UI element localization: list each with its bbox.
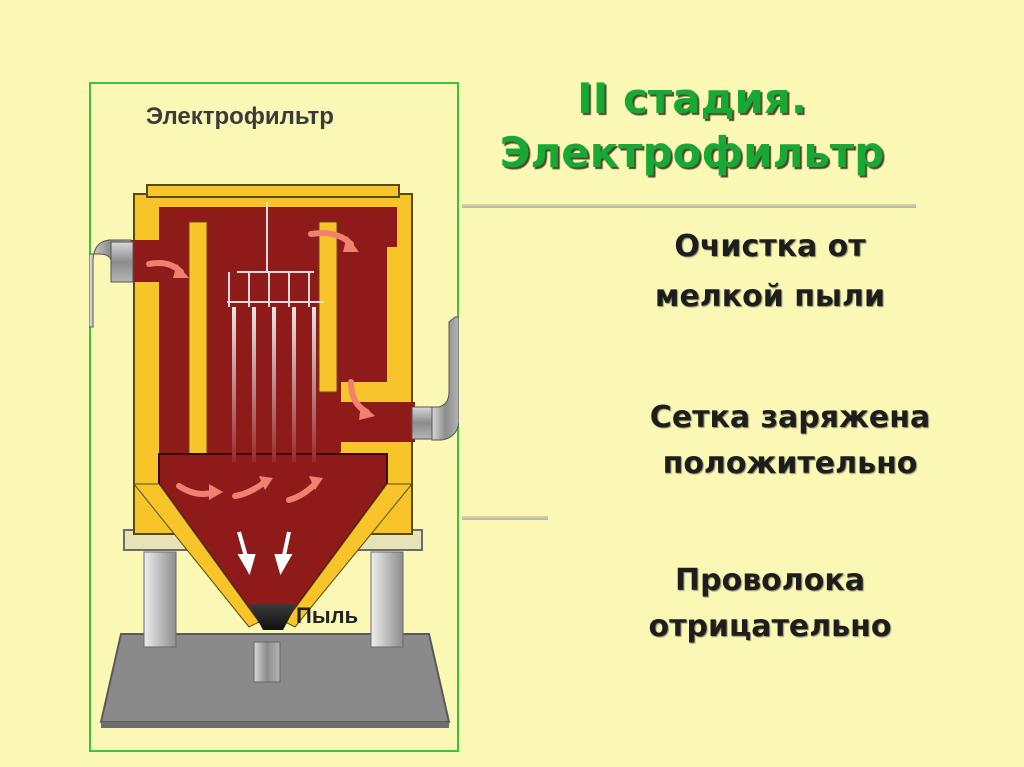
point-grid-positive: Сетка заряжена положительно: [600, 395, 980, 487]
title-line-2: Электрофильтр: [499, 128, 885, 177]
dust-label: Пыль: [296, 603, 359, 628]
support-legs: [143, 551, 404, 648]
point-3-line-2: отрицательно: [648, 609, 892, 644]
flow-arrow-heads: [173, 236, 375, 500]
point-2-line-2: положительно: [662, 446, 918, 481]
divider-bottom: [462, 516, 548, 520]
point-1-line-2: мелкой пыли: [654, 279, 886, 314]
outlet-pipe: [253, 641, 281, 683]
point-2-line-1: Сетка заряжена: [649, 400, 931, 435]
title-line-1: II стадия.: [577, 74, 807, 123]
electrodes: [227, 202, 324, 462]
inlet-pipe: [89, 239, 134, 328]
outlet-pipe-right: [411, 316, 459, 441]
divider-top: [462, 204, 916, 208]
point-1-line-1: Очистка от: [674, 229, 866, 264]
point-wire-negative: Проволока отрицательно: [600, 558, 940, 650]
electrofilter-diagram: [89, 184, 459, 728]
dust-fall-arrows: [237, 531, 293, 576]
point-fine-dust: Очистка от мелкой пыли: [600, 222, 940, 322]
point-3-line-1: Проволока: [675, 563, 865, 598]
slide-title: II стадия. Электрофильтр: [462, 72, 922, 180]
figure-label: Электрофильтр: [146, 103, 334, 130]
